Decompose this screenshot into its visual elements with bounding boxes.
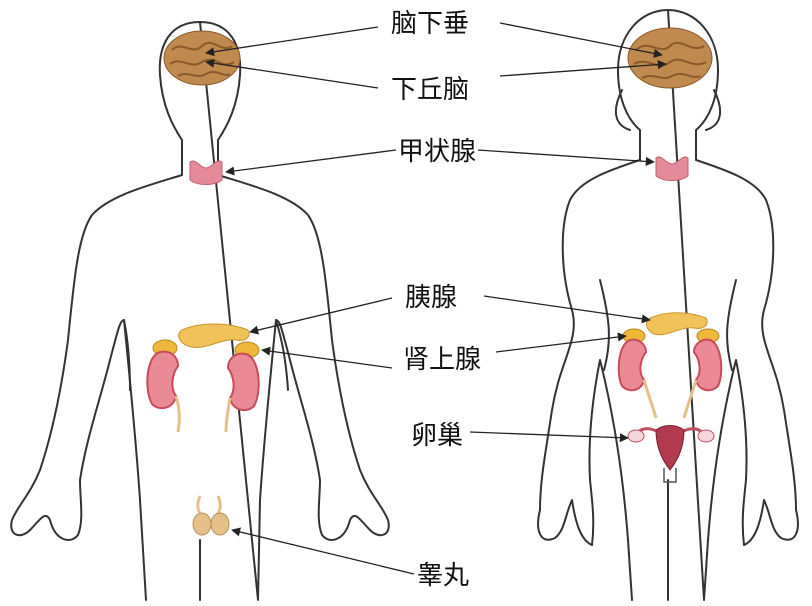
female-kidney-left-icon — [619, 340, 646, 391]
female-left-arm-inner — [600, 280, 609, 370]
label-pituitary: 脑下垂 — [391, 9, 469, 39]
female-hair-left — [616, 90, 630, 130]
label-pancreas: 胰腺 — [405, 283, 457, 313]
female-brain-icon — [628, 28, 712, 88]
female-hair-right — [706, 90, 720, 130]
label-thyroid: 甲状腺 — [398, 137, 476, 167]
label-hypothalamus: 下丘脑 — [391, 75, 469, 105]
female-figure — [538, 10, 798, 600]
male-testis-icon — [193, 496, 229, 535]
label-ovary: 卵巢 — [411, 421, 463, 451]
labels: 脑下垂 下丘脑 甲状腺 胰腺 肾上腺 卵巢 睾丸 — [391, 9, 481, 591]
label-testis: 睾丸 — [417, 561, 469, 591]
female-organs — [619, 28, 722, 482]
female-right-arm-inner — [727, 280, 736, 370]
male-organs — [147, 31, 259, 535]
female-kidney-right-icon — [694, 340, 721, 391]
female-thyroid-icon — [656, 157, 688, 180]
female-pancreas-icon — [647, 313, 708, 335]
female-ovary-uterus-icon — [628, 426, 714, 483]
label-adrenal: 肾上腺 — [403, 345, 481, 375]
male-kidney-right-icon — [228, 354, 259, 411]
male-kidney-left-icon — [147, 352, 178, 409]
male-thyroid-icon — [190, 161, 222, 184]
male-brain-icon — [164, 31, 240, 85]
